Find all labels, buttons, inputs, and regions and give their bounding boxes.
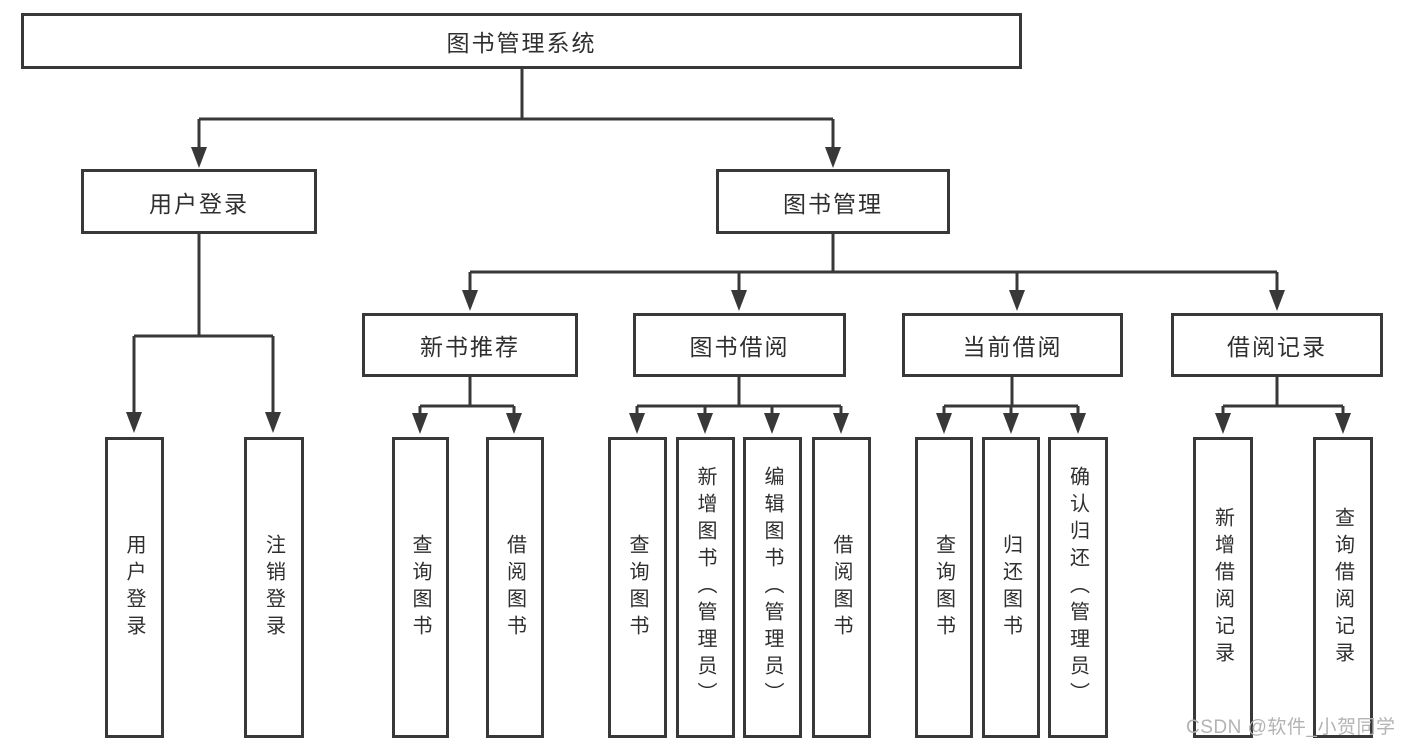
leaf-query-book: 查询图书: [915, 437, 973, 738]
node-book-management: 图书管理: [716, 169, 950, 234]
arrow-down-icon: [936, 413, 952, 434]
node-label: 用户登录: [149, 190, 249, 217]
node-label: 借阅记录: [1227, 334, 1327, 360]
arrow-down-icon: [1070, 413, 1086, 434]
leaf-borrow-book: 借阅图书: [812, 437, 871, 738]
arrow-down-icon: [825, 147, 841, 168]
leaf-user-login: 用户登录: [105, 437, 164, 738]
arrow-down-icon: [764, 413, 780, 434]
node-label: 当前借阅: [962, 334, 1063, 360]
arrowhead-icons: [126, 147, 1351, 434]
tree-edges: [132, 68, 1345, 416]
arrow-down-icon: [126, 412, 142, 433]
arrow-down-icon: [462, 290, 478, 311]
node-label: 借阅图书: [503, 533, 526, 642]
node-label: 图书管理: [783, 190, 883, 217]
leaf-logout: 注销登录: [244, 437, 304, 738]
node-label: 图书管理系统: [446, 30, 597, 56]
leaf-edit-book-admin: 编辑图书（管理员）: [743, 437, 802, 738]
arrow-down-icon: [1215, 413, 1231, 434]
arrow-down-icon: [1269, 290, 1285, 311]
node-label: 新增图书（管理员）: [694, 466, 716, 709]
leaf-return-book: 归还图书: [982, 437, 1040, 738]
arrow-down-icon: [1003, 413, 1019, 434]
arrow-down-icon: [412, 413, 428, 434]
leaf-query-book: 查询图书: [608, 437, 667, 738]
node-current-borrow: 当前借阅: [902, 313, 1123, 377]
arrow-down-icon: [629, 413, 645, 434]
node-label: 新书推荐: [420, 334, 520, 360]
node-borrow-record: 借阅记录: [1171, 313, 1383, 377]
node-label: 确认归还（管理员）: [1066, 466, 1089, 709]
node-label: 图书借阅: [689, 334, 790, 360]
leaf-query-book: 查询图书: [392, 437, 449, 738]
arrow-down-icon: [1009, 290, 1025, 311]
arrow-down-icon: [697, 413, 713, 434]
node-user-login: 用户登录: [81, 169, 317, 234]
arrow-down-icon: [506, 413, 522, 434]
leaf-add-borrow-record: 新增借阅记录: [1193, 437, 1253, 738]
node-new-book-recommend: 新书推荐: [362, 313, 578, 377]
node-label: 查询图书: [626, 533, 648, 642]
leaf-borrow-book: 借阅图书: [486, 437, 544, 738]
arrow-down-icon: [731, 290, 747, 311]
arrow-down-icon: [833, 413, 849, 434]
node-label: 借阅图书: [830, 533, 852, 642]
node-label: 编辑图书（管理员）: [761, 466, 783, 709]
leaf-add-book-admin: 新增图书（管理员）: [676, 437, 735, 738]
arrow-down-icon: [191, 147, 207, 168]
node-book-borrow: 图书借阅: [633, 313, 846, 377]
node-library-system: 图书管理系统: [21, 13, 1022, 69]
leaf-query-borrow-record: 查询借阅记录: [1313, 437, 1373, 738]
node-label: 新增借阅记录: [1211, 506, 1234, 669]
node-label: 用户登录: [123, 533, 145, 642]
node-label: 查询借阅记录: [1331, 506, 1354, 669]
arrow-down-icon: [1335, 413, 1351, 434]
arrow-down-icon: [265, 412, 281, 433]
leaf-confirm-return-admin: 确认归还（管理员）: [1048, 437, 1108, 738]
node-label: 查询图书: [932, 533, 955, 642]
node-label: 注销登录: [262, 533, 285, 642]
node-label: 查询图书: [409, 533, 431, 642]
node-label: 归还图书: [999, 533, 1022, 642]
